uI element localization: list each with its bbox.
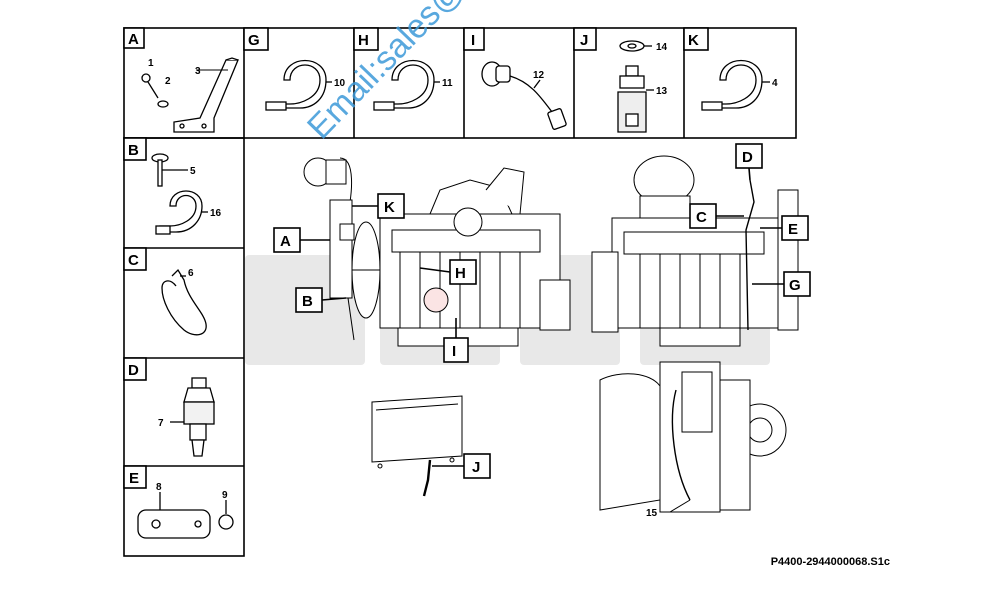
part-8: 8 — [156, 482, 162, 493]
callout-b: B — [295, 287, 347, 313]
svg-text:E: E — [788, 221, 798, 238]
part-4: 4 — [772, 78, 778, 89]
svg-text:D: D — [128, 362, 139, 379]
ecu-unit — [371, 395, 463, 497]
svg-text:J: J — [472, 459, 480, 476]
panel-h-label: H — [353, 27, 379, 51]
callout-c: C — [689, 203, 744, 229]
part-9: 9 — [222, 490, 228, 501]
panel-g-clamp — [265, 59, 332, 111]
panel-a-label: A — [123, 27, 145, 49]
svg-text:A: A — [128, 31, 139, 48]
callout-k: K — [352, 193, 405, 219]
panel-i-label: I — [463, 27, 485, 51]
callout-d: D — [735, 143, 763, 181]
svg-text:K: K — [688, 32, 699, 49]
panel-j-switch — [617, 40, 654, 133]
panel-j-label: J — [573, 27, 597, 51]
panel-c-cable-tie — [161, 268, 207, 336]
drawing-reference: P4400-2944000068.S1c — [770, 556, 890, 568]
panel-k-label: K — [683, 27, 709, 51]
part-12: 12 — [533, 70, 545, 81]
panel-k-clamp — [701, 59, 770, 111]
part-14: 14 — [656, 42, 668, 53]
part-5: 5 — [190, 166, 196, 177]
panel-g-label: G — [243, 27, 269, 51]
engine-front-view — [599, 361, 787, 513]
top-row-frame — [123, 27, 797, 139]
part-7: 7 — [158, 418, 164, 429]
engine-left-view — [303, 157, 571, 347]
svg-text:B: B — [302, 293, 313, 310]
svg-text:B: B — [128, 142, 139, 159]
svg-text:E: E — [129, 470, 139, 487]
callout-h: H — [419, 259, 477, 285]
svg-text:D: D — [742, 149, 753, 166]
panel-d-sensor — [170, 377, 215, 457]
panel-b-label: B — [123, 137, 147, 161]
svg-text:H: H — [358, 32, 369, 49]
panel-letters: A G H I J K B C D E — [123, 27, 709, 489]
svg-text:G: G — [789, 277, 801, 294]
panel-b-bolt-clamp — [151, 153, 208, 235]
svg-text:J: J — [580, 32, 588, 49]
part-6: 6 — [188, 268, 194, 279]
svg-text:C: C — [696, 209, 707, 226]
svg-text:I: I — [471, 32, 475, 49]
left-column-frame — [123, 137, 245, 557]
part-13: 13 — [656, 86, 668, 97]
callout-a: A — [273, 227, 330, 253]
svg-text:I: I — [452, 343, 456, 360]
callout-j: J — [432, 453, 491, 479]
svg-text:K: K — [384, 199, 395, 216]
part-15: 15 — [646, 508, 658, 519]
svg-text:G: G — [248, 32, 260, 49]
panel-e-label: E — [123, 465, 147, 489]
part-16: 16 — [210, 208, 222, 219]
callout-e: E — [760, 215, 809, 241]
part-10: 10 — [334, 78, 346, 89]
callout-i: I — [443, 318, 469, 363]
engine-right-view — [591, 155, 799, 347]
svg-text:C: C — [128, 252, 139, 269]
svg-text:H: H — [455, 265, 466, 282]
svg-text:A: A — [280, 233, 291, 250]
panel-e-tag — [137, 492, 234, 539]
callout-g: G — [752, 271, 811, 297]
callout-boxes: K A H B I D C E G J — [273, 143, 811, 479]
part-3: 3 — [195, 66, 201, 77]
panel-i-sensor — [481, 61, 567, 130]
part-1: 1 — [148, 58, 154, 69]
panel-a-bracket — [141, 57, 239, 133]
panel-c-label: C — [123, 247, 147, 271]
panel-h-clamp — [373, 59, 440, 111]
part-2: 2 — [165, 76, 171, 87]
part-11: 11 — [442, 78, 453, 89]
panel-d-label: D — [123, 357, 147, 381]
